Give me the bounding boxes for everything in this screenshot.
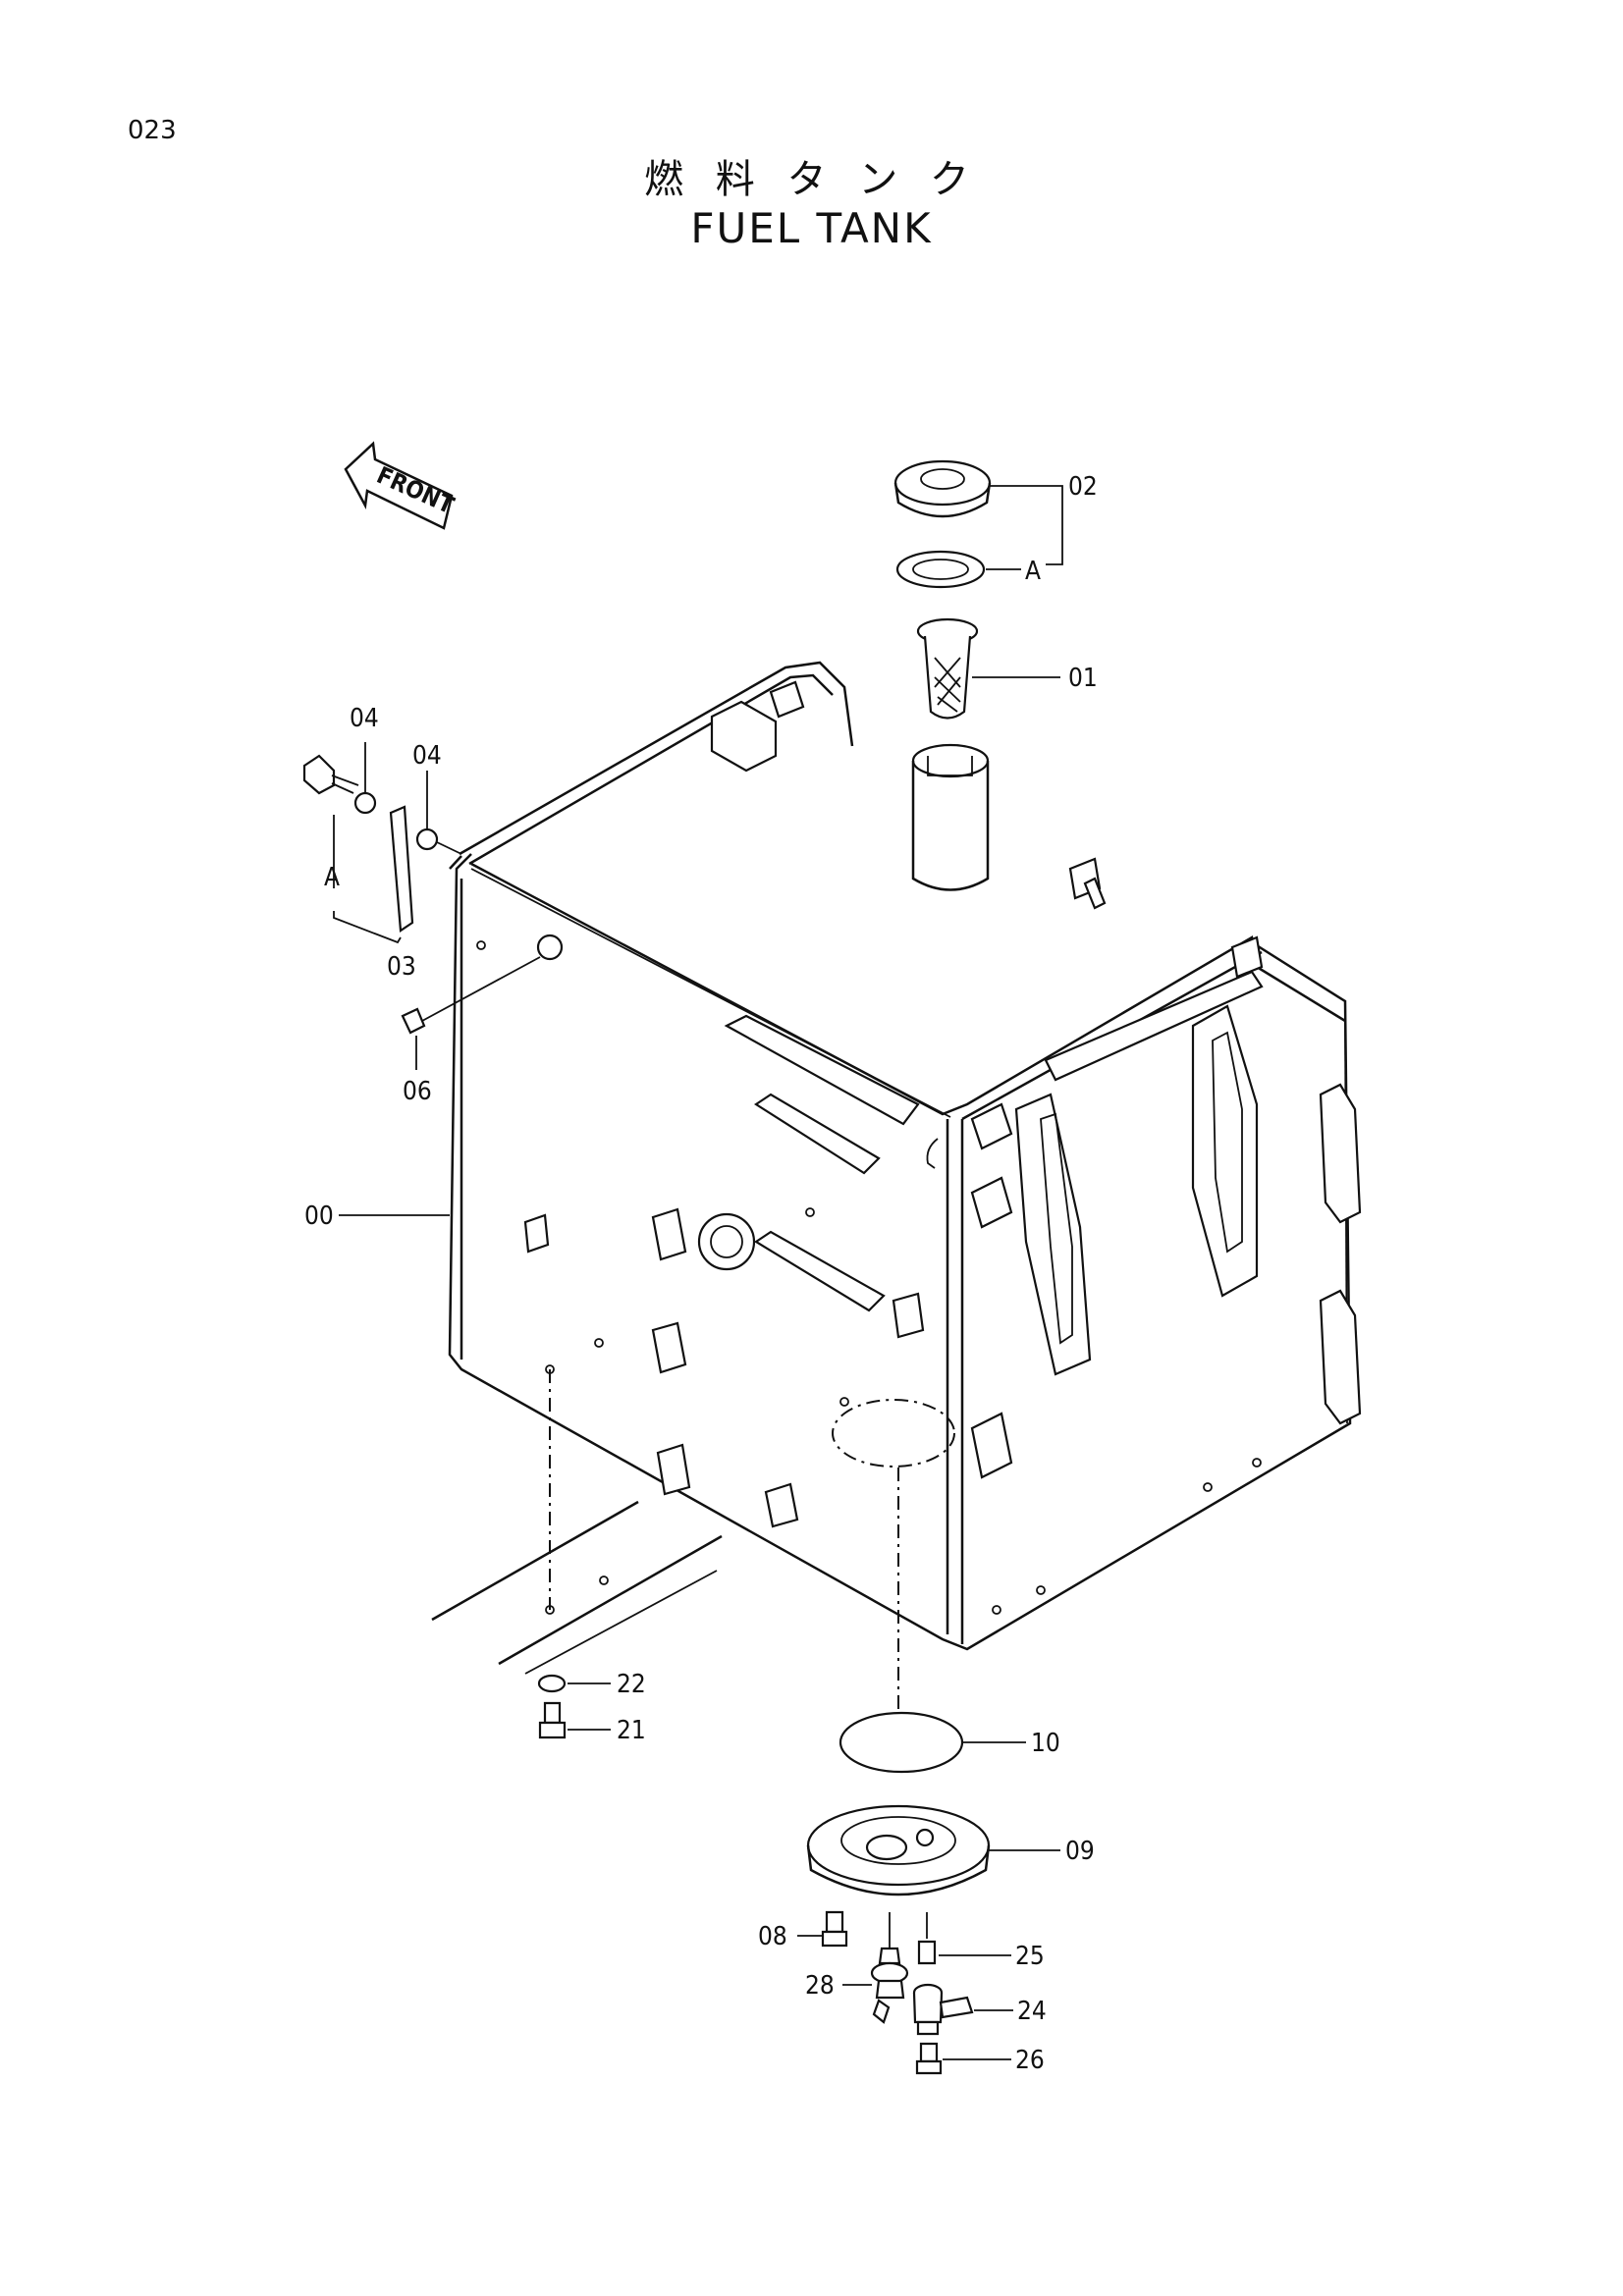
callout-08: 08 [758,1922,787,1951]
bolt-part-08 [821,1910,848,1948]
title-english: FUEL TANK [690,204,933,252]
chassis-frame-lines [431,1369,899,1737]
callout-06: 06 [403,1077,432,1106]
callout-10: 10 [1031,1729,1060,1758]
callout-ref-a-left: A [324,863,340,892]
callout-02: 02 [1068,472,1098,502]
callout-28: 28 [805,1971,835,2001]
bolt-part-21 [538,1701,567,1739]
callout-24: 24 [1017,1997,1047,2026]
callout-26: 26 [1015,2046,1045,2075]
callout-21: 21 [617,1716,646,1745]
filler-cap-part-02 [893,459,992,589]
strainer-part-01 [916,617,979,720]
drain-cock-part-24 [912,1983,974,2036]
callout-09: 09 [1065,1837,1095,1866]
page-number: 023 [128,116,177,145]
plug-part-25 [917,1912,937,1965]
callout-04-left: 04 [350,704,379,733]
bolt-part-26 [915,2042,943,2075]
washer-part-22 [537,1674,567,1693]
fuel-tank-body [448,661,1362,1651]
gasket-part-10 [839,1711,964,1774]
front-arrow-label: FRONT [373,461,459,519]
level-gauge-part-03 [302,754,462,933]
cover-plate-part-09 [806,1804,991,1896]
front-arrow-icon: FRONT [344,441,459,530]
callout-01: 01 [1068,664,1098,693]
callout-03: 03 [387,952,416,982]
title-japanese: 燃 料 タ ン ク [644,157,979,202]
valve-part-28 [870,1912,909,2024]
callout-04-right: 04 [412,741,442,771]
callout-25: 25 [1015,1942,1045,1971]
callout-00: 00 [304,1201,334,1231]
callout-22: 22 [617,1670,646,1699]
bolt-part-06 [401,934,564,1035]
callout-ref-a-top: A [1025,557,1041,586]
